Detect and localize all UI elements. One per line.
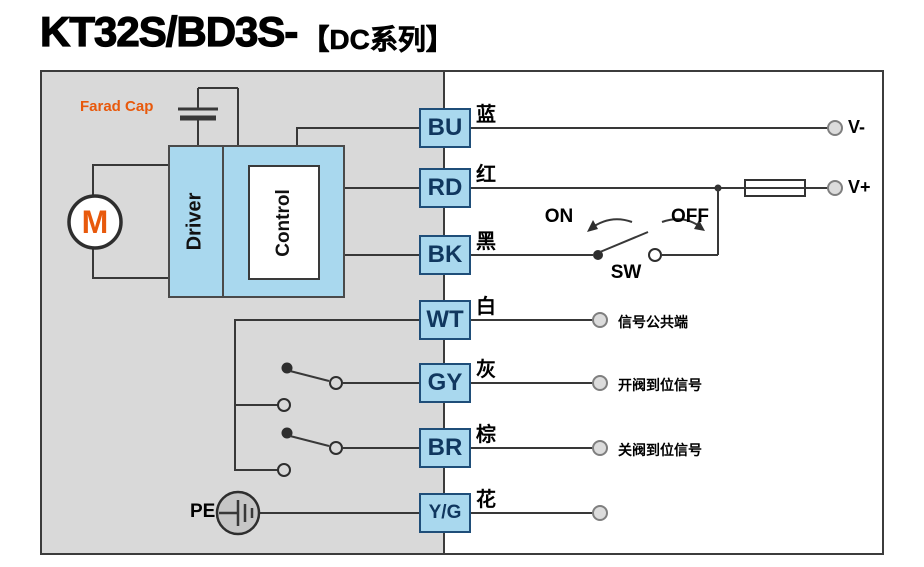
wire-color-brown: 棕 xyxy=(476,424,496,446)
wire-color-multi: 花 xyxy=(476,489,496,511)
power-switch-icon xyxy=(593,188,719,262)
driver-control-divider xyxy=(222,147,224,296)
wire-color-black: 黑 xyxy=(476,231,496,253)
close-signal-label: 关阀到位信号 xyxy=(618,442,702,458)
limit-switch-open-icon xyxy=(281,362,419,390)
open-signal-label: 开阀到位信号 xyxy=(618,377,702,393)
close-signal-terminal-circle xyxy=(592,440,608,456)
fuse-icon xyxy=(744,179,806,197)
model-name: KT32S/BD3S- xyxy=(39,7,299,55)
control-block: Control xyxy=(248,165,320,280)
sw-label: SW xyxy=(610,262,642,283)
ground-icon xyxy=(215,490,261,536)
series-name: 【DC系列】 xyxy=(301,24,454,56)
bu-left-wire xyxy=(296,127,419,145)
toggle-arrows xyxy=(587,218,705,232)
wire-color-blue: 蓝 xyxy=(476,104,496,126)
wiring-svg xyxy=(67,87,843,536)
terminal-block-br: BR xyxy=(419,428,471,468)
pe-label: PE xyxy=(190,501,216,522)
wire-color-white: 白 xyxy=(476,296,496,318)
terminal-block-bu: BU xyxy=(419,108,471,148)
vminus-terminal-circle xyxy=(827,120,843,136)
motor-icon xyxy=(67,194,123,250)
signal-common-label: 信号公共端 xyxy=(618,314,688,330)
terminal-block-yg: Y/G xyxy=(419,493,471,533)
farad-cap-label: Farad Cap xyxy=(80,98,154,115)
page-title: KT32S/BD3S- 【DC系列】 xyxy=(39,7,454,58)
motor-wires xyxy=(92,164,168,279)
vminus-label: V- xyxy=(848,117,866,137)
motor-letter: M xyxy=(81,204,109,240)
on-label: ON xyxy=(544,206,574,227)
wire-color-red: 红 xyxy=(476,164,496,186)
terminal-block-rd: RD xyxy=(419,168,471,208)
off-label: OFF xyxy=(671,206,709,227)
yg-terminal-circle xyxy=(592,505,608,521)
terminal-block-bk: BK xyxy=(419,235,471,275)
terminal-block-wt: WT xyxy=(419,300,471,340)
terminal-circles xyxy=(592,120,843,521)
terminal-block-gy: GY xyxy=(419,363,471,403)
limit-switch-close-icon xyxy=(281,427,419,455)
wire-color-gray: 灰 xyxy=(476,359,496,381)
capacitor-icon xyxy=(178,87,239,145)
wiring-diagram-panel: Driver Control xyxy=(40,70,884,555)
common-terminal-circle xyxy=(592,312,608,328)
open-signal-terminal-circle xyxy=(592,375,608,391)
vplus-label: V+ xyxy=(848,177,871,197)
vplus-terminal-circle xyxy=(827,180,843,196)
wt-common-wire xyxy=(234,319,419,471)
